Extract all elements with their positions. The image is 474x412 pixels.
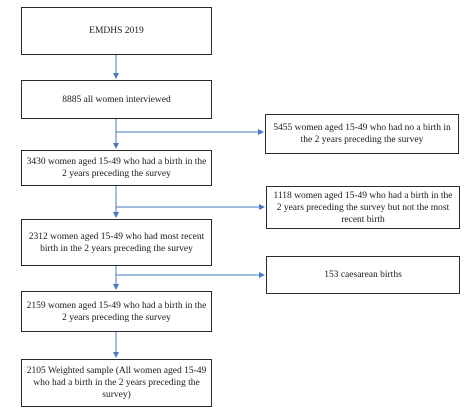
box-all-women-interviewed: 8885 all women interviewed: [21, 80, 212, 119]
box-most-recent-birth-text: 2312 women aged 15-49 who had most recen…: [28, 231, 205, 254]
box-excluded-no-birth: 5455 women aged 15-49 who had no a birth…: [265, 114, 459, 154]
box-excluded-caesarean: 153 caesarean births: [266, 256, 460, 294]
box-emdhs-2019: EMDHS 2019: [21, 7, 212, 55]
box-birth-in-2-years: 3430 women aged 15-49 who had a birth in…: [21, 150, 212, 186]
box-weighted-sample-text: 2105 Weighted sample (All women aged 15-…: [26, 366, 207, 400]
box-all-women-interviewed-text: 8885 all women interviewed: [62, 94, 171, 105]
box-after-caesarean-exclusion: 2159 women aged 15-49 who had a birth in…: [21, 291, 212, 332]
box-weighted-sample: 2105 Weighted sample (All women aged 15-…: [21, 359, 212, 407]
box-emdhs-2019-text: EMDHS 2019: [89, 26, 144, 36]
box-excluded-not-most-recent-text: 1118 women aged 15-49 who had a birth in…: [273, 190, 453, 225]
box-excluded-not-most-recent: 1118 women aged 15-49 who had a birth in…: [266, 186, 460, 229]
box-after-caesarean-exclusion-text: 2159 women aged 15-49 who had a birth in…: [26, 300, 207, 323]
box-excluded-no-birth-text: 5455 women aged 15-49 who had no a birth…: [273, 123, 451, 145]
box-excluded-caesarean-text: 153 caesarean births: [324, 270, 402, 280]
box-birth-in-2-years-text: 3430 women aged 15-49 who had a birth in…: [26, 157, 207, 179]
box-most-recent-birth: 2312 women aged 15-49 who had most recen…: [21, 219, 212, 266]
